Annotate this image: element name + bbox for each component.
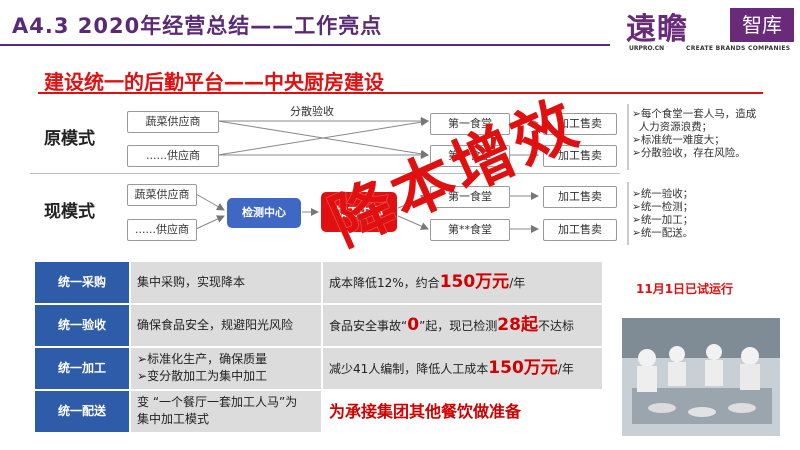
original-model-notes: ➢每个食堂一套人马，造成 人力资源浪费； ➢标准统一难度大； ➢分散验收，存在风… <box>632 108 757 159</box>
canteen-1-box: 第一食堂 <box>430 113 510 135</box>
row-desc: ➢标准化生产，确保质量 ➢变分散加工为集中加工 <box>131 348 321 390</box>
processing-sales-box-1: 加工售卖 <box>543 113 617 135</box>
subtitle-divider <box>38 92 763 94</box>
note-line: 统一验收； <box>640 188 694 200</box>
current-canteen-1-box: 第一食堂 <box>430 186 510 208</box>
detection-center-box: 检测中心 <box>227 198 301 228</box>
result-zero: 0 <box>407 315 420 335</box>
logo-domain: URPRO.CN <box>629 45 665 52</box>
result-text: 成本降低12%，约合150万元/年 <box>329 262 525 303</box>
current-other-supplier-box: ......供应商 <box>127 219 197 241</box>
result-pre: 成本降低12%，约合 <box>329 276 440 290</box>
row-desc: 确保食品安全，规避阳光风险 <box>131 305 321 347</box>
row-head-procurement: 统一采购 <box>35 262 129 304</box>
row-result: 食品安全事故“0”起，现已检测28起不达标 <box>323 305 602 347</box>
result-mid: ”起，现已检测 <box>419 319 498 333</box>
canteen-n-box: 第**食堂 <box>430 145 510 167</box>
result-pre: 食品安全事故“ <box>329 319 408 333</box>
result-text: 减少41人编制，降低人工成本150万元/年 <box>329 348 574 389</box>
note-line: 每个食堂一套人马，造成 <box>640 108 757 120</box>
note-line: 统一配送。 <box>640 227 694 239</box>
desc-line: 标准化生产，确保质量 <box>147 352 268 366</box>
result-amount: 150万元 <box>439 272 510 292</box>
note-line: 统一检测； <box>640 201 694 213</box>
row-result: 成本降低12%，约合150万元/年 <box>323 262 602 304</box>
current-model-label: 现模式 <box>44 202 95 222</box>
result-red-text: 为承接集团其他餐饮做准备 <box>329 402 522 421</box>
desc-line: 变分散加工为集中加工 <box>147 369 268 383</box>
section-subtitle: 建设统一的后勤平台——中央厨房建设 <box>44 70 384 94</box>
processing-center-box: 加工中心 <box>321 192 397 232</box>
model-row-divider <box>30 173 620 174</box>
logo-slogan: CREATE BRANDS COMPANIES <box>686 45 791 52</box>
result-amount: 150万元 <box>488 358 558 378</box>
other-supplier-box: ......供应商 <box>127 145 219 167</box>
row-result: 为承接集团其他餐饮做准备 <box>323 391 602 433</box>
result-pre: 减少41人编制，降低人工成本 <box>329 362 489 376</box>
table-row: 统一配送 变 “一个餐厅一套加工人马”为 集中加工模式 为承接集团其他餐饮做准备 <box>35 391 602 433</box>
slide-title: A4.3 2020年经营总结——工作亮点 <box>12 14 383 38</box>
vegetable-supplier-box: 蔬菜供应商 <box>127 111 219 133</box>
desc-text: 确保食品安全，规避阳光风险 <box>137 318 294 332</box>
highlights-table: 统一采购 集中采购，实现降本 成本降低12%，约合150万元/年 统一验收 确保… <box>35 262 602 433</box>
logo-main-text: 遠瞻 <box>626 12 688 47</box>
current-processing-sales-box-2: 加工售卖 <box>543 219 617 241</box>
processing-sales-box-2: 加工售卖 <box>543 145 617 167</box>
desc-line: 集中加工模式 <box>137 412 210 426</box>
kitchen-photo <box>622 318 780 436</box>
desc-text: 集中采购，实现降本 <box>137 275 246 289</box>
current-vegetable-supplier-box: 蔬菜供应商 <box>127 184 197 206</box>
note-line: 分散验收，存在风险。 <box>640 147 746 159</box>
table-row: 统一采购 集中采购，实现降本 成本降低12%，约合150万元/年 <box>35 262 602 304</box>
result-post: 不达标 <box>537 319 574 333</box>
brand-logo: 遠瞻 智库 URPRO.CN CREATE BRANDS COMPANIES <box>626 2 796 56</box>
trial-run-note: 11月1日已试运行 <box>636 282 734 296</box>
result-post: /年 <box>509 276 526 290</box>
row-desc: 变 “一个餐厅一套加工人马”为 集中加工模式 <box>131 391 321 433</box>
desc-line: 变 “一个餐厅一套加工人马”为 <box>137 395 298 409</box>
note-line: 统一加工； <box>640 214 694 226</box>
row-head-acceptance: 统一验收 <box>35 305 129 347</box>
current-canteen-n-box: 第**食堂 <box>430 219 510 241</box>
result-count: 28起 <box>497 315 538 335</box>
table-row: 统一加工 ➢标准化生产，确保质量 ➢变分散加工为集中加工 减少41人编制，降低人… <box>35 348 602 390</box>
table-row: 统一验收 确保食品安全，规避阳光风险 食品安全事故“0”起，现已检测28起不达标 <box>35 305 602 347</box>
row-result: 减少41人编制，降低人工成本150万元/年 <box>323 348 602 390</box>
row-desc: 集中采购，实现降本 <box>131 262 321 304</box>
header-divider <box>0 44 610 46</box>
desc-text: ➢标准化生产，确保质量 ➢变分散加工为集中加工 <box>137 352 268 383</box>
result-post: /年 <box>557 362 574 376</box>
kitchen-photo-illustration <box>622 318 780 436</box>
note-line: 标准统一难度大； <box>640 134 725 146</box>
original-model-label: 原模式 <box>44 129 95 149</box>
row-head-processing: 统一加工 <box>35 348 129 390</box>
current-processing-sales-box-1: 加工售卖 <box>543 186 617 208</box>
note-line: 人力资源浪费； <box>638 121 713 133</box>
dispersed-acceptance-label: 分散验收 <box>290 105 334 118</box>
result-text: 食品安全事故“0”起，现已检测28起不达标 <box>329 305 574 346</box>
desc-text: 变 “一个餐厅一套加工人马”为 集中加工模式 <box>137 394 297 428</box>
row-head-delivery: 统一配送 <box>35 391 129 433</box>
logo-box-text: 智库 <box>730 8 794 42</box>
current-model-notes: ➢统一验收； ➢统一检测； ➢统一加工； ➢统一配送。 <box>632 188 694 239</box>
